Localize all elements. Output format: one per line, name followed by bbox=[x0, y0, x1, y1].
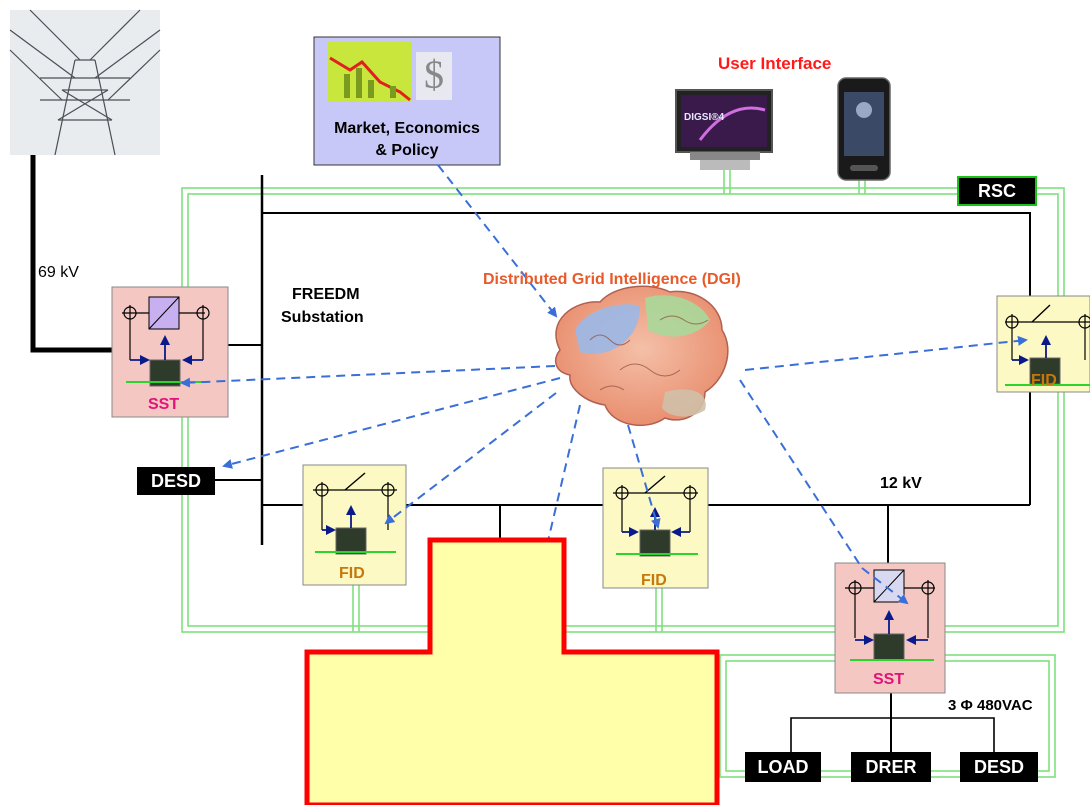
sst-right-box bbox=[834, 562, 946, 694]
voltage-12kv: 12 kV bbox=[880, 475, 922, 492]
svg-text:$: $ bbox=[424, 52, 444, 97]
fid-left-box bbox=[302, 464, 407, 586]
monitor-screen-text: DIGSI®4 bbox=[684, 112, 725, 123]
desd-left-box: DESD bbox=[137, 467, 215, 495]
user-interface-label: User Interface bbox=[718, 54, 832, 73]
sst-right-label: SST bbox=[873, 671, 905, 688]
sst-left-label: SST bbox=[148, 396, 180, 413]
substation-line2: Substation bbox=[281, 309, 364, 326]
market-label-line2: & Policy bbox=[375, 142, 439, 159]
fid-right-label: FID bbox=[1031, 372, 1057, 389]
fid-middle-label: FID bbox=[641, 572, 667, 589]
voltage-69kv: 69 kV bbox=[38, 264, 79, 281]
transmission-tower-image bbox=[9, 9, 161, 156]
desd-right-box: DESD bbox=[960, 752, 1038, 782]
smartphone-icon bbox=[837, 77, 891, 181]
market-economics-policy-box: $ bbox=[313, 36, 501, 166]
rsc-label: RSC bbox=[957, 176, 1037, 206]
monitor-icon bbox=[675, 89, 773, 170]
dgi-arrows bbox=[180, 164, 1028, 605]
fid-right-box bbox=[996, 295, 1090, 393]
voltage-480vac: 3 Φ 480VAC bbox=[948, 697, 1033, 714]
drer-box: DRER bbox=[851, 752, 931, 782]
sst-left-box bbox=[111, 286, 229, 418]
power-lines bbox=[30, 155, 1031, 752]
market-label-line1: Market, Economics bbox=[334, 120, 480, 137]
fid-left-label: FID bbox=[339, 565, 365, 582]
substation-line1: FREEDM bbox=[292, 286, 360, 303]
load-box: LOAD bbox=[745, 752, 821, 782]
fid-middle-box bbox=[602, 467, 709, 589]
dgi-title: Distributed Grid Intelligence (DGI) bbox=[483, 271, 741, 288]
brain-icon bbox=[554, 285, 729, 427]
